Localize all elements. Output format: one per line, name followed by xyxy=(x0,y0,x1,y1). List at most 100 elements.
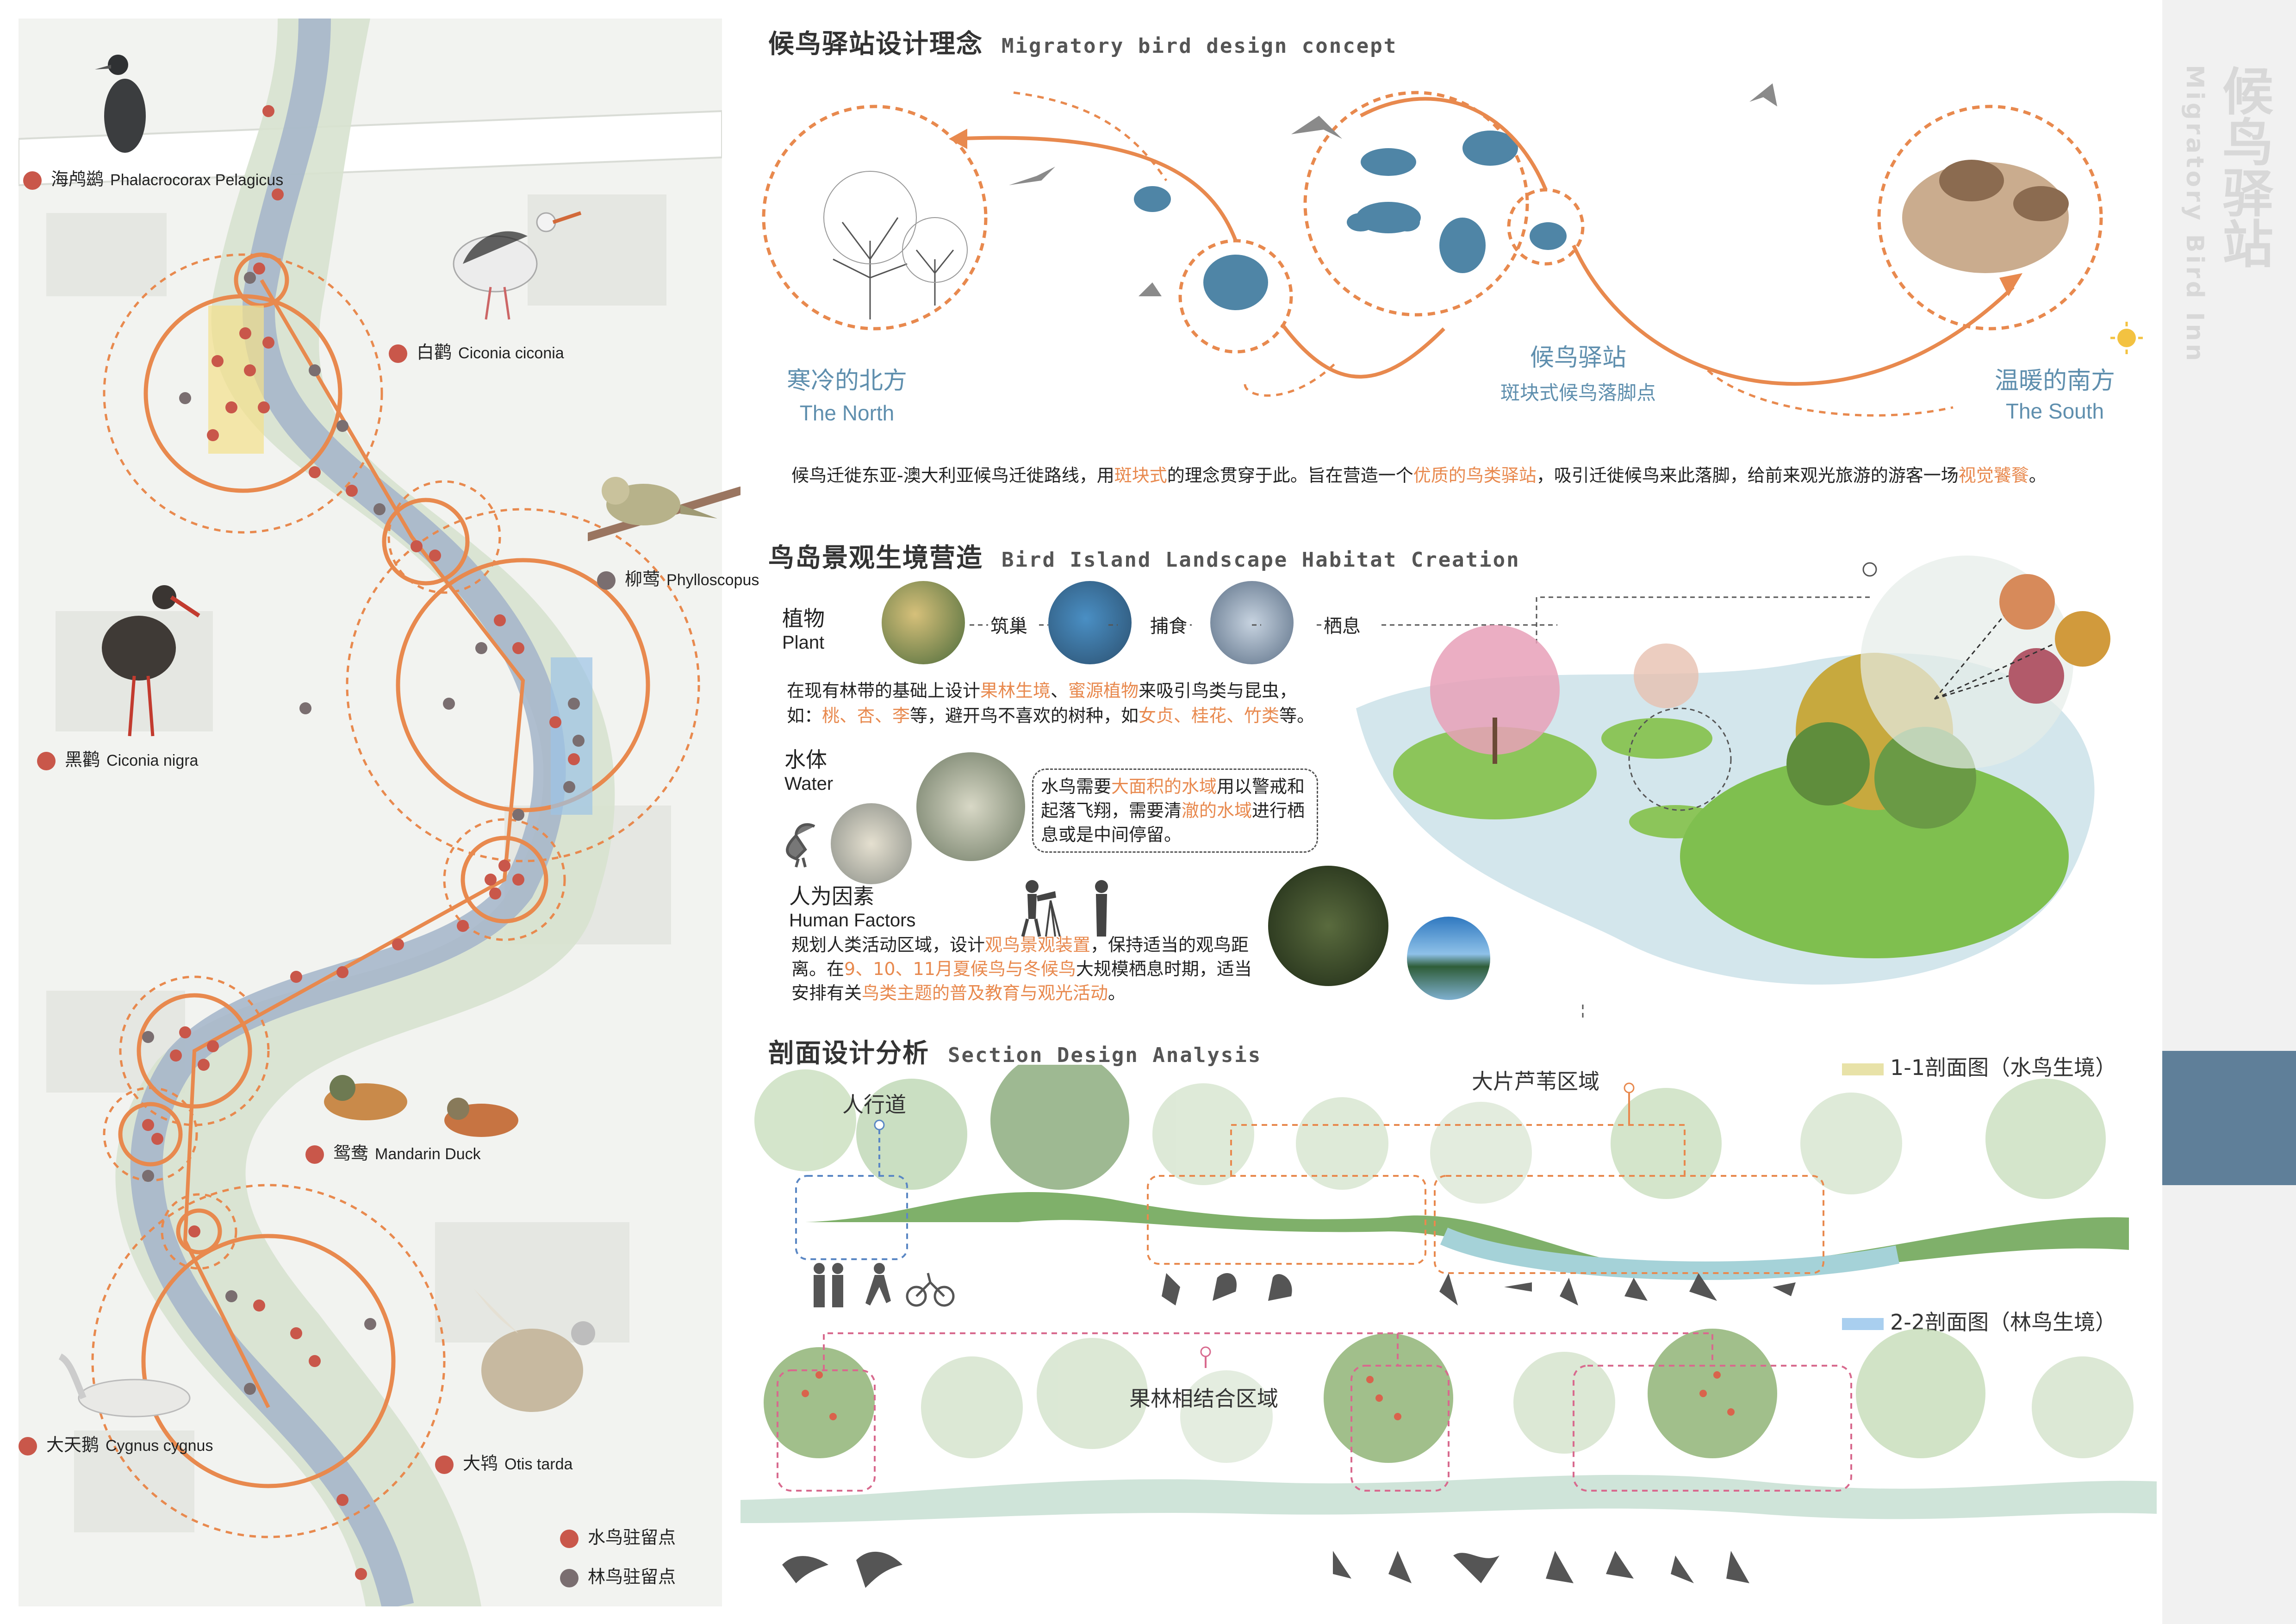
plant-cn: 植物 xyxy=(782,606,825,631)
bird-latin: Phylloscopus xyxy=(666,571,759,589)
water-description: 水鸟需要大面积的水域用以警戒和起落飞翔，需要清澈的水域进行栖息或是中间停留。 xyxy=(1032,768,1318,853)
human-hl-b: 9、10、11月夏候鸟与冬候鸟 xyxy=(844,959,1076,979)
water-bird-marker xyxy=(23,171,42,190)
north-cn: 寒冷的北方 xyxy=(787,367,908,395)
plant-header: 植物 Plant xyxy=(782,602,825,653)
birdwatching-photo xyxy=(1268,866,1388,986)
bird-label-great-bustard: 大鸨 Otis tarda xyxy=(435,1449,572,1474)
concept-subtitle: Migratory bird design concept xyxy=(1002,34,1398,58)
step-roosting: 栖息 xyxy=(1324,616,1361,637)
section-1-drawing xyxy=(754,1065,2129,1280)
human-description: 规划人类活动区域，设计观鸟景观装置，保持适当的观鸟距离。在9、10、11月夏候鸟… xyxy=(791,933,1254,1005)
white-stork-illustration xyxy=(453,211,582,320)
south-cn: 温暖的南方 xyxy=(1994,367,2115,395)
south-label: 温暖的南方 The South xyxy=(1985,361,2124,424)
plant-text-c: 来吸引鸟类与昆虫， xyxy=(1139,681,1297,701)
station-cn: 候鸟驿站 xyxy=(1530,344,1626,372)
water-hl-a: 大面积的水域 xyxy=(1111,776,1217,797)
human-en: Human Factors xyxy=(789,910,916,931)
whooper-swan-illustration xyxy=(58,1353,191,1418)
station-label: 候鸟驿站 斑块式候鸟落脚点 xyxy=(1467,338,1689,406)
plant-hl-a: 果林生境 xyxy=(980,681,1051,701)
bird-cn: 大鸨 xyxy=(463,1453,498,1474)
concept-desc-hl1: 斑块式 xyxy=(1114,465,1167,486)
pedestrians-icon xyxy=(814,1263,843,1307)
human-header: 人为因素 Human Factors xyxy=(789,880,915,931)
water-cn: 水体 xyxy=(784,747,827,772)
section-1-icons xyxy=(814,1263,1796,1307)
habitat-subtitle: Bird Island Landscape Habitat Creation xyxy=(1002,548,1520,572)
site-map-drawing xyxy=(18,18,723,1610)
nesting-photo xyxy=(882,581,965,664)
habitat-heading: 鸟岛景观生境营造 Bird Island Landscape Habitat Cr… xyxy=(768,537,1520,575)
concept-title: 候鸟驿站设计理念 xyxy=(768,29,983,59)
bird-latin: Ciconia ciconia xyxy=(458,344,564,362)
bird-cn: 鸳鸯 xyxy=(333,1143,369,1163)
walkway-label: 人行道 xyxy=(842,1092,906,1117)
human-text-c: 大规模栖息时期，适当安排有关 xyxy=(791,959,1252,1003)
water-text-b: 用以警戒和起落飞翔，需要清 xyxy=(1041,776,1305,821)
concept-description: 候鸟迁徙东亚-澳大利亚候鸟迁徙路线，用斑块式的理念贯穿于此。旨在营造一个优质的鸟… xyxy=(791,463,2124,488)
great-bustard-illustration xyxy=(472,1287,595,1412)
plant-description: 在现有林带的基础上设计果林生境、蜜源植物来吸引鸟类与昆虫，如：桃、杏、李等，避开… xyxy=(787,678,1388,728)
bird-island-illustration xyxy=(1356,556,2110,1018)
concept-desc-hl2: 优质的鸟类驿站 xyxy=(1413,465,1537,486)
section-subtitle: Section Design Analysis xyxy=(948,1043,1262,1067)
south-en: The South xyxy=(2005,399,2104,423)
bird-latin: Cygnus cygnus xyxy=(106,1437,213,1455)
plant-step-connectors xyxy=(970,624,1557,626)
legend-swatch-forest xyxy=(1842,1318,1884,1330)
concept-desc-2: 的理念贯穿于此。旨在营造一个 xyxy=(1167,465,1413,486)
cormorant-illustration xyxy=(95,55,146,153)
foraging-photo xyxy=(1048,581,1132,664)
legend-item-water: 水鸟驻留点 xyxy=(560,1523,676,1549)
warbler-illustration xyxy=(588,477,740,541)
bird-latin: Otis tarda xyxy=(504,1455,573,1473)
sun-icon xyxy=(2110,322,2143,354)
side-color-block xyxy=(2162,1051,2296,1185)
plant-text-d: 如： xyxy=(787,706,822,726)
step-foraging: 捕食 xyxy=(1150,616,1187,637)
habitat-title: 鸟岛景观生境营造 xyxy=(768,543,983,573)
concept-diagram xyxy=(762,83,2143,417)
forest-birds-icons xyxy=(782,1551,1749,1588)
concept-desc-hl3: 视觉饕餮 xyxy=(1958,465,2029,486)
plant-text-a: 在现有林带的基础上设计 xyxy=(787,681,981,701)
human-hl-c: 鸟类主题的普及教育与观光活动 xyxy=(862,983,1108,1003)
human-cn: 人为因素 xyxy=(789,884,874,909)
reed-area-label: 大片芦苇区域 xyxy=(1472,1069,1599,1094)
bird-cn: 大天鹅 xyxy=(46,1435,100,1455)
black-stork-illustration xyxy=(102,585,200,737)
map-legend: 水鸟驻留点 林鸟驻留点 xyxy=(560,1523,676,1588)
plant-text-f: 等。 xyxy=(1279,706,1315,726)
legend-item-forest: 林鸟驻留点 xyxy=(560,1562,676,1588)
water-en: Water xyxy=(784,774,834,794)
water-bird-marker xyxy=(560,1529,579,1548)
water-text-c: 进行栖息或是中间停留。 xyxy=(1041,800,1305,845)
north-en: The North xyxy=(799,401,895,425)
human-hl-a: 观鸟景观装置 xyxy=(985,935,1091,955)
human-text-a: 规划人类活动区域，设计 xyxy=(791,935,985,955)
bird-latin: Phalacrocorax Pelagicus xyxy=(110,171,284,189)
water-bird-marker xyxy=(305,1145,324,1164)
legend-label: 水鸟驻留点 xyxy=(588,1527,676,1548)
bird-latin: Mandarin Duck xyxy=(375,1145,481,1163)
concept-desc-3: ，吸引迁徙候鸟来此落脚，给前来观光旅游的游客一场 xyxy=(1536,465,1959,486)
concept-desc-4: 。 xyxy=(2028,465,2047,486)
water-bird-marker xyxy=(37,751,56,770)
moon-icon xyxy=(790,324,815,351)
bird-label-cormorant: 海鸬鹚 Phalacrocorax Pelagicus xyxy=(23,165,283,190)
bird-cn: 海鸬鹚 xyxy=(51,169,104,189)
egret-icon xyxy=(786,823,815,868)
concept-heading: 候鸟驿站设计理念 Migratory bird design concept xyxy=(768,23,1397,61)
legend-label: 林鸟驻留点 xyxy=(588,1567,676,1587)
water-birds-icon xyxy=(1162,1273,1796,1305)
bird-latin: Ciconia nigra xyxy=(106,752,199,769)
orchard-area-label: 果林相结合区域 xyxy=(1129,1386,1278,1411)
human-text-b: ，保持适当的观鸟距离。在 xyxy=(791,935,1249,979)
water-bird-photo-1 xyxy=(831,803,912,884)
